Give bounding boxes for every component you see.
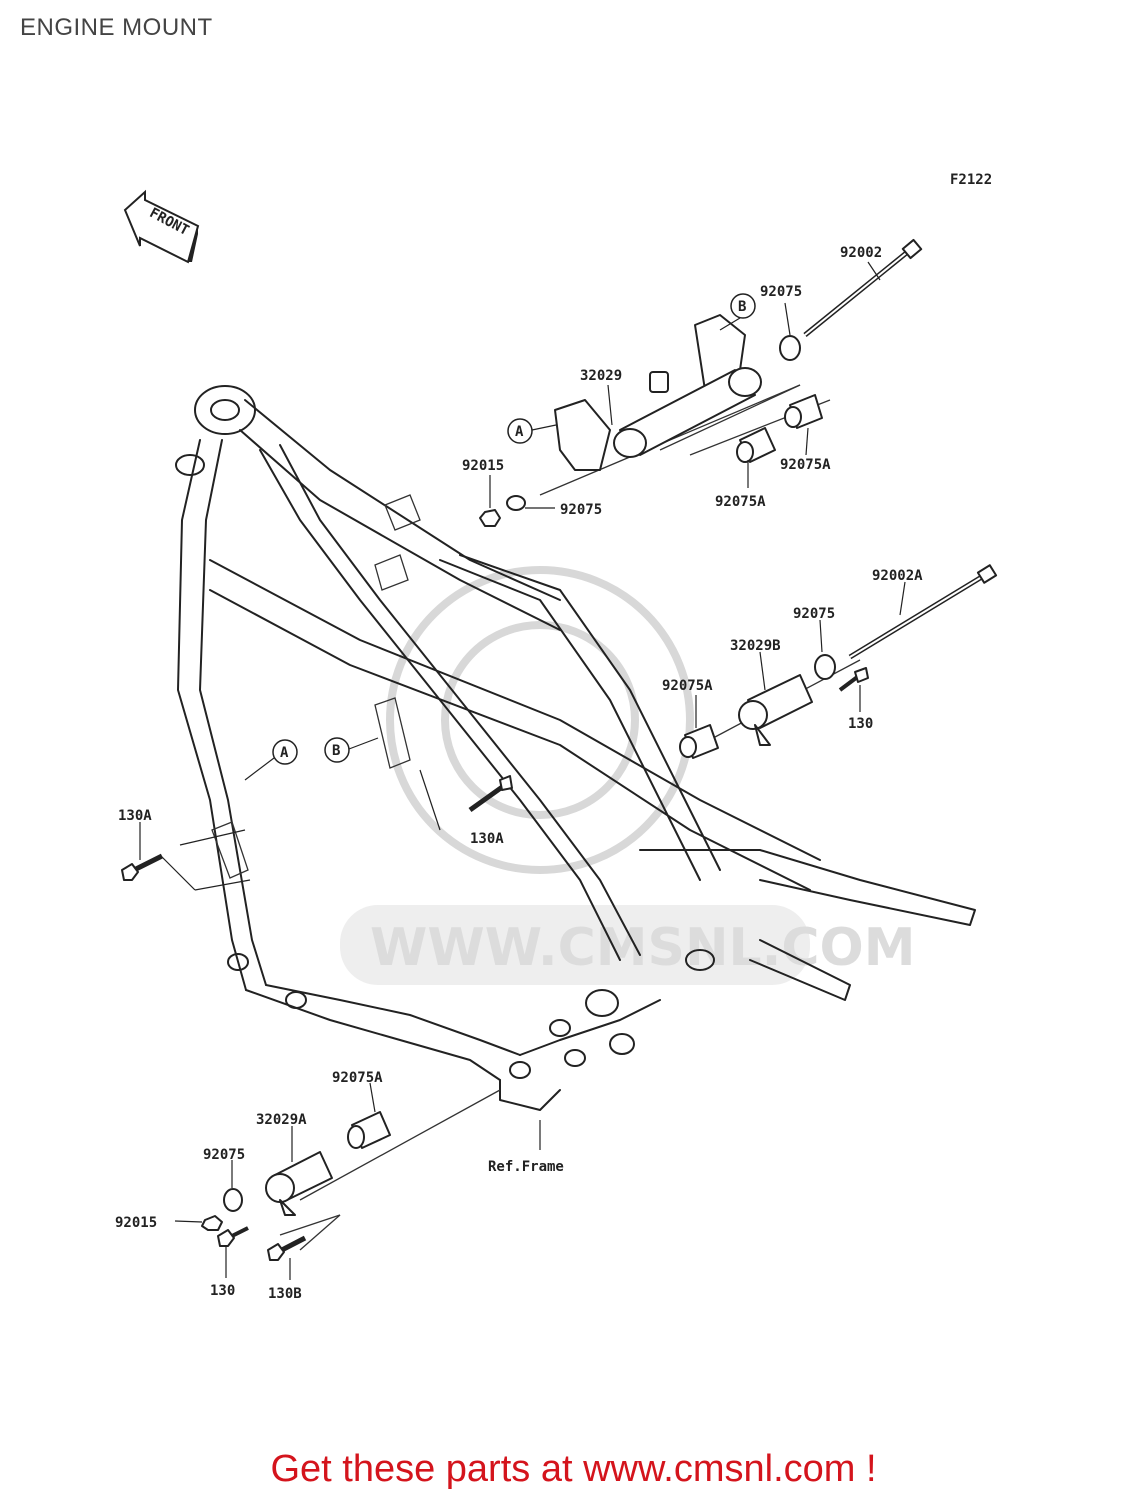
label-92002A: 92002A bbox=[872, 568, 923, 584]
label-130A-left: 130A bbox=[118, 808, 152, 824]
label-92075-top: 92075 bbox=[760, 284, 802, 300]
label-92075A-right: 92075A bbox=[780, 457, 831, 473]
washer-92075-top bbox=[779, 335, 801, 361]
label-92075-washer: 92075 bbox=[560, 502, 602, 518]
watermark-text: WWW.CMSNL.COM bbox=[370, 918, 915, 978]
bracket-a-top bbox=[554, 399, 611, 471]
bushing-92075A-upper bbox=[736, 427, 776, 463]
bolt-130A-center bbox=[468, 775, 513, 813]
bolt-130-mid bbox=[838, 667, 869, 692]
svg-text:B: B bbox=[738, 299, 746, 315]
bushing-92075A-mid bbox=[679, 724, 719, 759]
figure-code: F2122 bbox=[950, 172, 992, 188]
bolt-92002A bbox=[848, 564, 998, 660]
svg-text:A: A bbox=[280, 745, 289, 761]
get-parts-link[interactable]: Get these parts at www.cmsnl.com ! bbox=[270, 1448, 877, 1490]
label-92075-mid: 92075 bbox=[793, 606, 835, 622]
label-92075A-left: 92075A bbox=[662, 678, 713, 694]
svg-text:A: A bbox=[515, 424, 524, 440]
motorcycle-frame bbox=[175, 385, 976, 1111]
bolt-130A-left bbox=[121, 853, 164, 881]
mount-tube-32029B bbox=[738, 674, 813, 746]
washer-92075-low bbox=[223, 1188, 243, 1212]
label-92015-low: 92015 bbox=[115, 1215, 157, 1231]
label-32029A: 32029A bbox=[256, 1112, 307, 1128]
label-92075-low: 92075 bbox=[203, 1147, 245, 1163]
nut-92015-top bbox=[479, 509, 501, 527]
label-32029: 32029 bbox=[580, 368, 622, 384]
bolt-130-low bbox=[217, 1226, 249, 1247]
label-92002: 92002 bbox=[840, 245, 882, 261]
nut-92015-low bbox=[201, 1215, 223, 1231]
lower-mount-assembly bbox=[201, 1089, 501, 1261]
page-title: ENGINE MOUNT bbox=[20, 14, 213, 41]
mount-tube-32029A bbox=[265, 1151, 333, 1216]
upper-mount-assembly bbox=[479, 238, 923, 527]
label-92075A-mid: 92075A bbox=[715, 494, 766, 510]
label-130A-center: 130A bbox=[470, 831, 504, 847]
washer-92075-mid bbox=[814, 654, 836, 680]
bushing-92075A-upper-right bbox=[784, 394, 823, 429]
label-ref-frame: Ref.Frame bbox=[488, 1159, 564, 1175]
engine-mount-diagram: WWW.CMSNL.COM FRONT F2122 bbox=[115, 172, 998, 1302]
callout-a-frame: A bbox=[244, 739, 298, 781]
bushing-92075A-low bbox=[347, 1111, 391, 1149]
label-32029B: 32029B bbox=[730, 638, 781, 654]
washer-92075-small bbox=[506, 495, 526, 511]
watermark: WWW.CMSNL.COM bbox=[340, 566, 915, 985]
label-130B: 130B bbox=[268, 1286, 302, 1302]
callout-b-top: B bbox=[719, 293, 756, 331]
middle-mount-assembly bbox=[679, 564, 998, 759]
callout-a-top: A bbox=[507, 418, 557, 444]
label-130-low: 130 bbox=[210, 1283, 235, 1299]
bolt-130B bbox=[267, 1235, 307, 1261]
part-labels: 92002 92075 32029 92075A 92075A 92015 92… bbox=[115, 245, 923, 1302]
mount-tube-32029 bbox=[613, 367, 762, 458]
front-arrow-icon: FRONT bbox=[123, 189, 200, 264]
svg-text:B: B bbox=[332, 743, 340, 759]
bolt-92002 bbox=[803, 238, 923, 337]
label-130-mid: 130 bbox=[848, 716, 873, 732]
label-92015-top: 92015 bbox=[462, 458, 504, 474]
label-92075A-low: 92075A bbox=[332, 1070, 383, 1086]
callout-b-frame: B bbox=[324, 737, 379, 763]
